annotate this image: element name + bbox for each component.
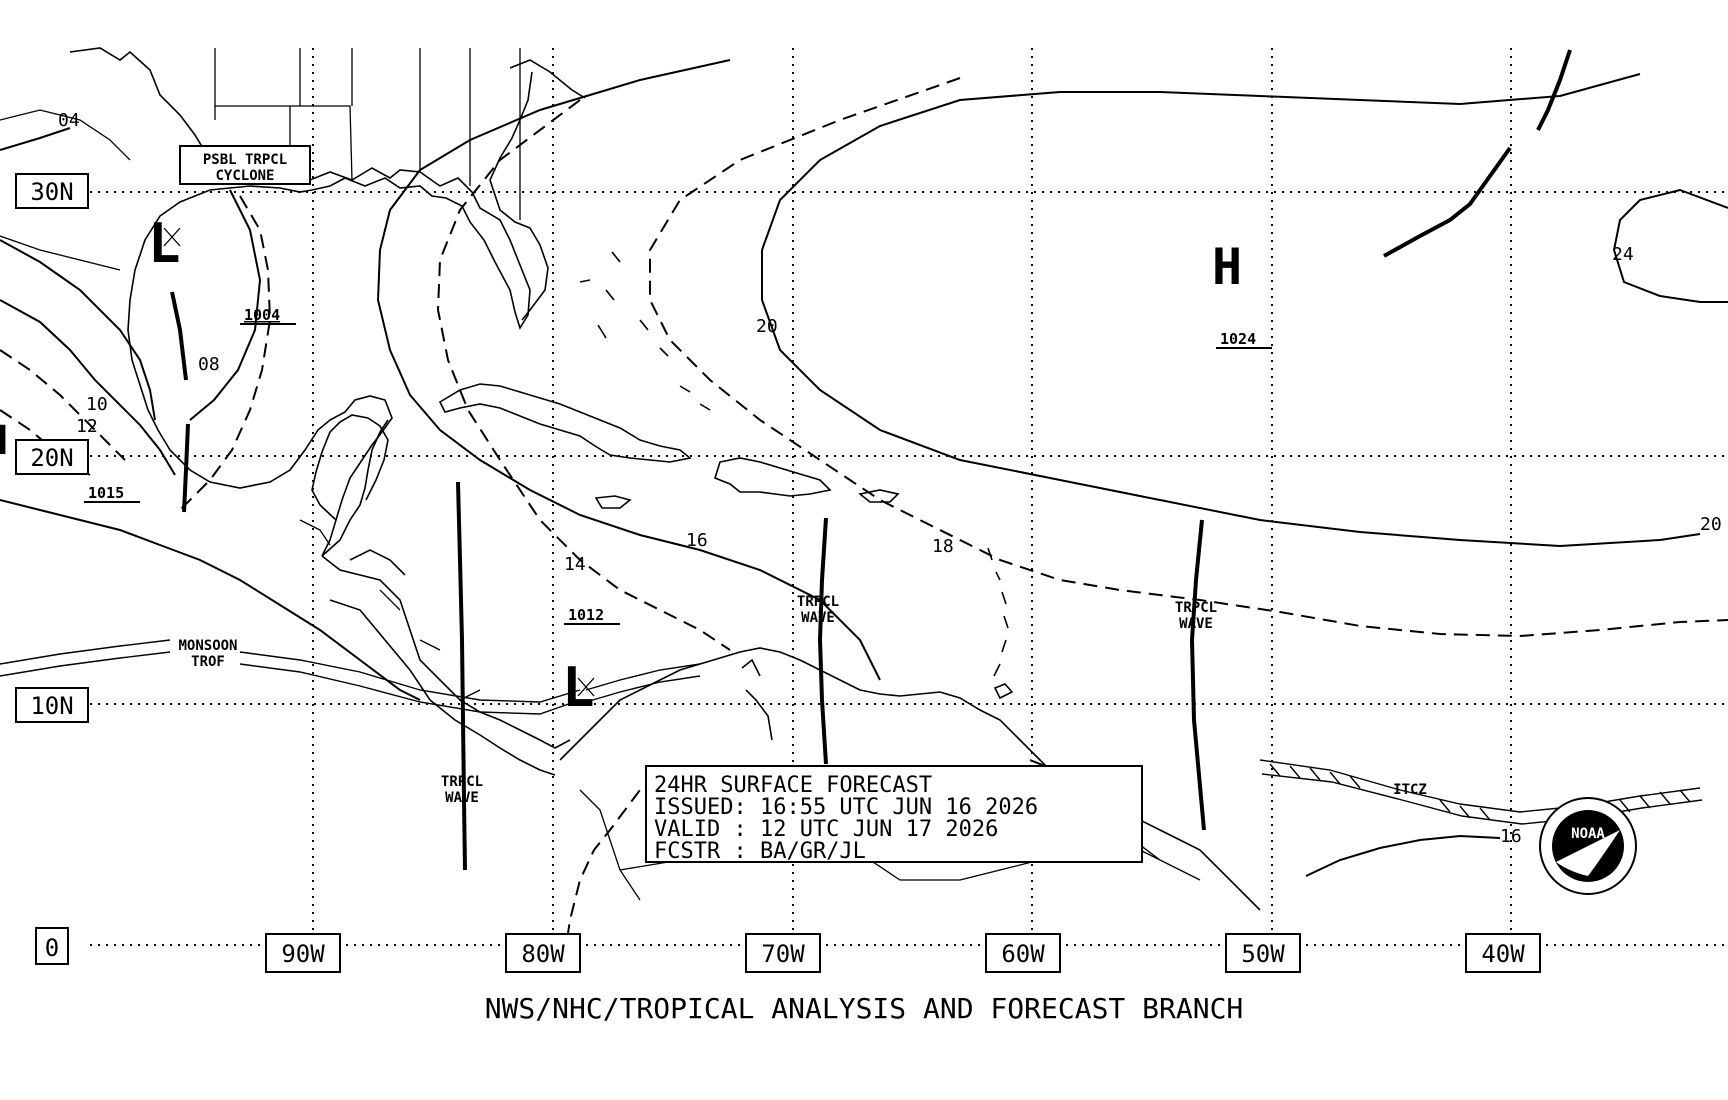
isobar-label: 20 (1700, 514, 1722, 535)
lat-lon-grid (90, 48, 1728, 946)
low-pressure-caribbean: L (562, 656, 595, 719)
pressure-value-atlantic: 1024 (1220, 330, 1256, 348)
possible-cyclone-label-line2: CYCLONE (215, 168, 274, 184)
isobar-label: 08 (198, 354, 220, 375)
tropical-wave-label-70w-line1: TRPCL (797, 594, 839, 610)
noaa-logo-text: NOAA (1571, 826, 1605, 842)
lat-label-20n: 20N (30, 444, 73, 472)
tropical-wave-label-50w-line1: TRPCL (1175, 600, 1217, 616)
isobar-label: 04 (58, 110, 80, 131)
monsoon-trough-label-line2: TROF (191, 654, 225, 670)
longitude-labels: 90W 80W 70W 60W 50W 40W (265, 933, 1541, 973)
monsoon-trough (0, 639, 701, 715)
pressure-value-gulf: 1004 (244, 306, 280, 324)
isobar-label: 18 (932, 536, 954, 557)
tropical-wave-label-70w-line2: WAVE (801, 610, 835, 626)
isobar-label: 16 (686, 530, 708, 551)
possible-cyclone-label-line1: PSBL TRPCL (203, 152, 287, 168)
isobar-label: 14 (564, 554, 586, 575)
tropical-waves (170, 291, 1206, 871)
lon-label-80w: 80W (521, 940, 565, 968)
isobar-label: 20 (756, 316, 778, 337)
itcz-label: ITCZ (1393, 782, 1427, 798)
valid-time: VALID : 12 UTC JUN 17 2026 (654, 817, 998, 842)
possible-cyclone-box (179, 145, 311, 185)
pressure-values: 1004 1012 1024 1015 (84, 306, 1272, 625)
lon-label-90w: 90W (281, 940, 325, 968)
tropical-wave-label-80w-line2: WAVE (445, 790, 479, 806)
tropical-wave-label-80w-line1: TRPCL (441, 774, 483, 790)
feature-labels: PSBL TRPCL CYCLONE MONSOON TROF TRPCL WA… (178, 145, 1427, 806)
pressure-value-caribbean: 1012 (568, 606, 604, 624)
front-lines (1383, 49, 1572, 258)
lat-label-0: 0 (45, 934, 59, 962)
isobar-labels: 04 08 10 12 14 16 18 20 20 24 16 (58, 110, 1722, 847)
lat-label-10n: 10N (30, 692, 73, 720)
lon-label-40w: 40W (1481, 940, 1525, 968)
tropical-wave-50w (1189, 519, 1206, 831)
pressure-centers: L L H H (0, 212, 1242, 719)
coastlines (0, 47, 1261, 911)
lat-label-30n: 30N (30, 178, 73, 206)
monsoon-trough-label-line1: MONSOON (178, 638, 237, 654)
lon-label-70w: 70W (761, 940, 805, 968)
issued-time: ISSUED: 16:55 UTC JUN 16 2026 (654, 795, 1038, 820)
lon-label-60w: 60W (1001, 940, 1045, 968)
surface-trough-gulf (170, 291, 188, 381)
forecast-title: 24HR SURFACE FORECAST (654, 773, 932, 798)
latitude-labels: 30N 20N 10N 0 (15, 173, 89, 965)
high-pressure-west: H (0, 418, 8, 464)
isobar-label: 16 (1500, 826, 1522, 847)
high-pressure-atlantic: H (1212, 238, 1242, 296)
tropical-wave-70w (817, 517, 828, 765)
noaa-logo-icon: NOAA (1539, 797, 1637, 895)
agency-credit: NWS/NHC/TROPICAL ANALYSIS AND FORECAST B… (485, 992, 1244, 1025)
surface-trough-bay (182, 423, 190, 513)
tropical-wave-80w (456, 481, 467, 871)
isobar-label: 12 (76, 416, 98, 437)
lon-label-50w: 50W (1241, 940, 1285, 968)
forecast-info-box: 24HR SURFACE FORECAST ISSUED: 16:55 UTC … (645, 765, 1143, 864)
forecaster-initials: FCSTR : BA/GR/JL (654, 839, 866, 864)
isobar-label: 24 (1612, 244, 1634, 265)
tropical-wave-label-50w-line2: WAVE (1179, 616, 1213, 632)
pressure-value-bay: 1015 (88, 484, 124, 502)
isobar-label: 10 (86, 394, 108, 415)
low-pressure-gulf: L (148, 212, 181, 275)
